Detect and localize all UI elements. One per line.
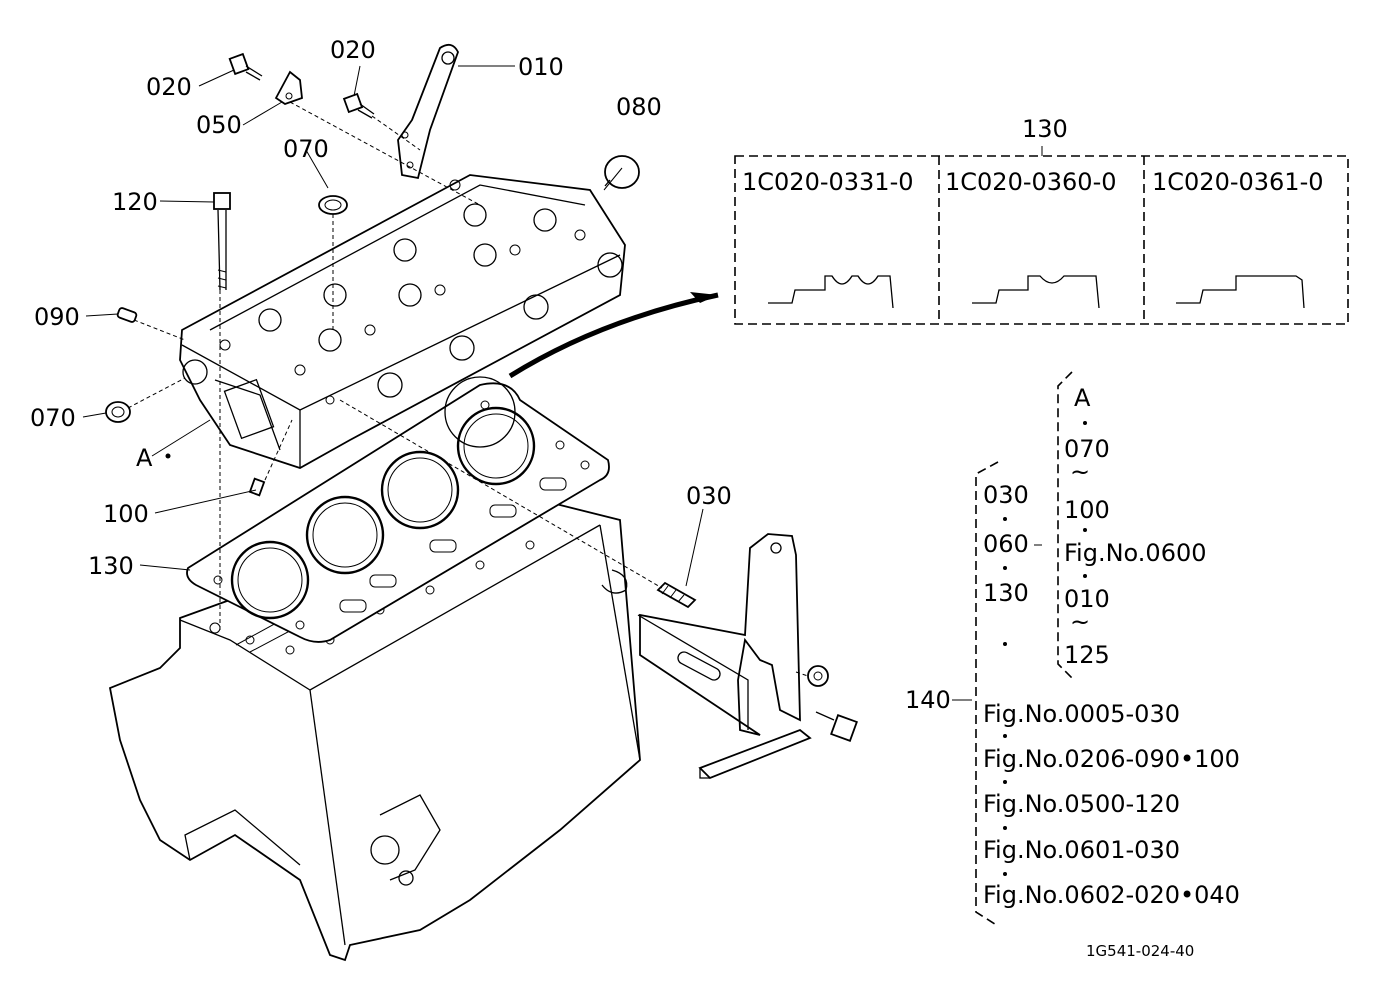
engine-block — [108, 494, 641, 962]
kit-bracket-1: A — [1074, 384, 1091, 412]
hanger-bracket-010 — [397, 43, 459, 180]
lifting-bracket — [637, 533, 812, 780]
kit-left-2: 060 — [983, 530, 1029, 558]
drawing-number: 1G541-024-40 — [1086, 942, 1194, 960]
kit-140-block: 140 030 060 130 A 070 ~ 100 Fig.No.0600 … — [905, 371, 1240, 927]
callout-labels: 010 020 020 050 080 070 120 090 070 A 10… — [30, 36, 732, 580]
callout-070-top: 070 — [283, 135, 329, 163]
callout-070-left: 070 — [30, 404, 76, 432]
callout-030: 030 — [686, 482, 732, 510]
seal-070-left — [105, 401, 131, 423]
kit-left-1: 030 — [983, 481, 1029, 509]
head-bolt-120 — [213, 192, 231, 291]
bracket-nut — [807, 665, 829, 687]
head-gasket — [186, 382, 610, 643]
callout-050: 050 — [196, 111, 242, 139]
clip-050 — [274, 70, 303, 105]
plug-080 — [604, 155, 640, 189]
kit-bracket-8: 125 — [1064, 641, 1110, 669]
variant-part-3: 1C020-0361-0 — [1152, 168, 1324, 196]
variant-profile-2 — [972, 275, 1100, 309]
variant-group-label: 130 — [1022, 115, 1068, 143]
variant-profile-1 — [768, 275, 894, 309]
callout-120: 120 — [112, 188, 158, 216]
kit-bracket-2: 070 — [1064, 435, 1110, 463]
leader-lines — [82, 65, 809, 677]
bolt-020-top — [342, 92, 375, 119]
kit-fig-ref-3: Fig.No.0500-120 — [983, 790, 1180, 818]
variant-profile-3 — [1176, 275, 1305, 309]
kit-fig-ref-2: Fig.No.0206-090•100 — [983, 745, 1240, 773]
variant-part-1: 1C020-0331-0 — [742, 168, 914, 196]
bracket-bolt — [815, 711, 858, 742]
kit-fig-ref-5: Fig.No.0602-020•040 — [983, 881, 1240, 909]
bolt-020-left — [228, 52, 263, 81]
callout-080: 080 — [616, 93, 662, 121]
gasket-variant-panel: 130 1C020-0331-0 1C020-0360-0 1C020-0361… — [734, 115, 1349, 325]
plug-100 — [248, 477, 266, 497]
kit-140-label: 140 — [905, 686, 951, 714]
pin-090 — [116, 307, 138, 323]
callout-100: 100 — [103, 500, 149, 528]
kit-bracket-5: Fig.No.0600 — [1064, 539, 1207, 567]
callout-010: 010 — [518, 53, 564, 81]
kit-left-3: 130 — [983, 579, 1029, 607]
kit-fig-ref-4: Fig.No.0601-030 — [983, 836, 1180, 864]
kit-bracket-6: 010 — [1064, 585, 1110, 613]
variant-part-2: 1C020-0360-0 — [945, 168, 1117, 196]
kit-bracket-7: ~ — [1070, 608, 1090, 636]
callout-a: A — [136, 444, 153, 472]
stud-030 — [656, 581, 697, 609]
cylinder-head — [179, 174, 626, 469]
kit-bracket-4: 100 — [1064, 496, 1110, 524]
kit-bracket-3: ~ — [1070, 458, 1090, 486]
kit-fig-ref-1: Fig.No.0005-030 — [983, 700, 1180, 728]
seal-070-top — [318, 195, 348, 215]
callout-020-top: 020 — [330, 36, 376, 64]
callout-020-left: 020 — [146, 73, 192, 101]
callout-130: 130 — [88, 552, 134, 580]
callout-090: 090 — [34, 303, 80, 331]
